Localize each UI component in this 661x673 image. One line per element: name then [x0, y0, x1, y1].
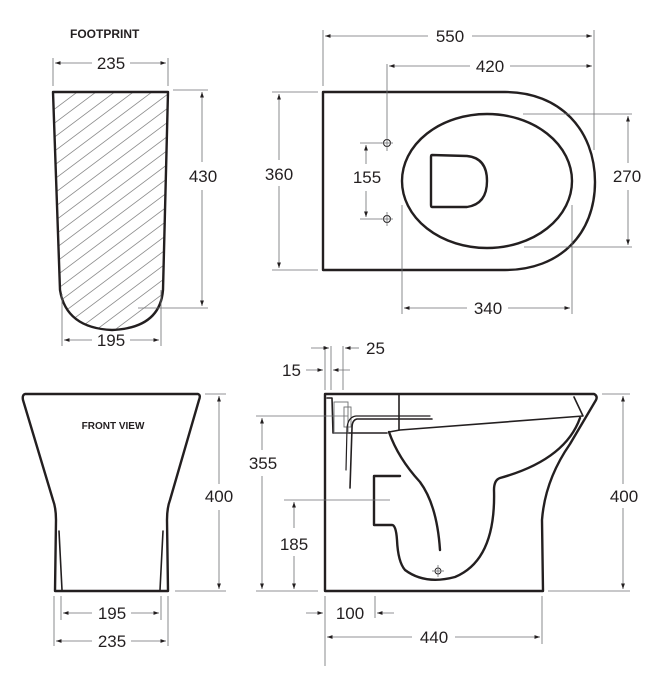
side-inlet-height: 355 [249, 454, 277, 473]
footprint-top-width: 235 [97, 54, 125, 73]
front-outline [21, 392, 201, 593]
inlet-connector [333, 401, 349, 434]
side-outlet-height: 185 [280, 535, 308, 554]
plan-overall-length: 550 [436, 27, 464, 46]
footprint-depth: 430 [189, 167, 217, 186]
side-offset-15: 15 [282, 361, 301, 380]
plan-seat-length: 340 [474, 299, 502, 318]
front-base-inner-width: 195 [98, 604, 126, 623]
side-outline [323, 392, 598, 593]
fixing-hole-icon [381, 64, 393, 151]
bowl-opening [429, 153, 489, 209]
side-view: 25 15 355 185 400 100 440 [249, 339, 638, 666]
front-view-title: FRONT VIEW [82, 421, 145, 432]
side-outlet-setback: 100 [336, 604, 364, 623]
front-height: 400 [205, 487, 233, 506]
plan-view: 550 420 360 155 270 340 [265, 27, 641, 318]
seat-outline [400, 112, 574, 250]
plan-fixing-spacing: 155 [353, 168, 381, 187]
outlet-center-icon [432, 565, 444, 577]
footprint-outline [51, 90, 170, 332]
side-height: 400 [610, 487, 638, 506]
footprint-title: FOOTPRINT [70, 27, 140, 41]
side-offset-25: 25 [366, 339, 385, 358]
bowl-trap [372, 416, 582, 581]
footprint-view: FOOTPRINT [51, 27, 217, 350]
footprint-bottom-width: 195 [97, 331, 125, 350]
plan-seat-width: 270 [613, 167, 641, 186]
plan-fixing-to-front: 420 [476, 57, 504, 76]
front-view: FRONT VIEW 400 195 235 [21, 392, 233, 651]
plan-outline [321, 90, 597, 272]
front-base-outer-width: 235 [98, 632, 126, 651]
side-overall-length: 440 [420, 628, 448, 647]
plan-overall-width: 360 [265, 165, 293, 184]
fixing-hole-icon [381, 212, 393, 226]
